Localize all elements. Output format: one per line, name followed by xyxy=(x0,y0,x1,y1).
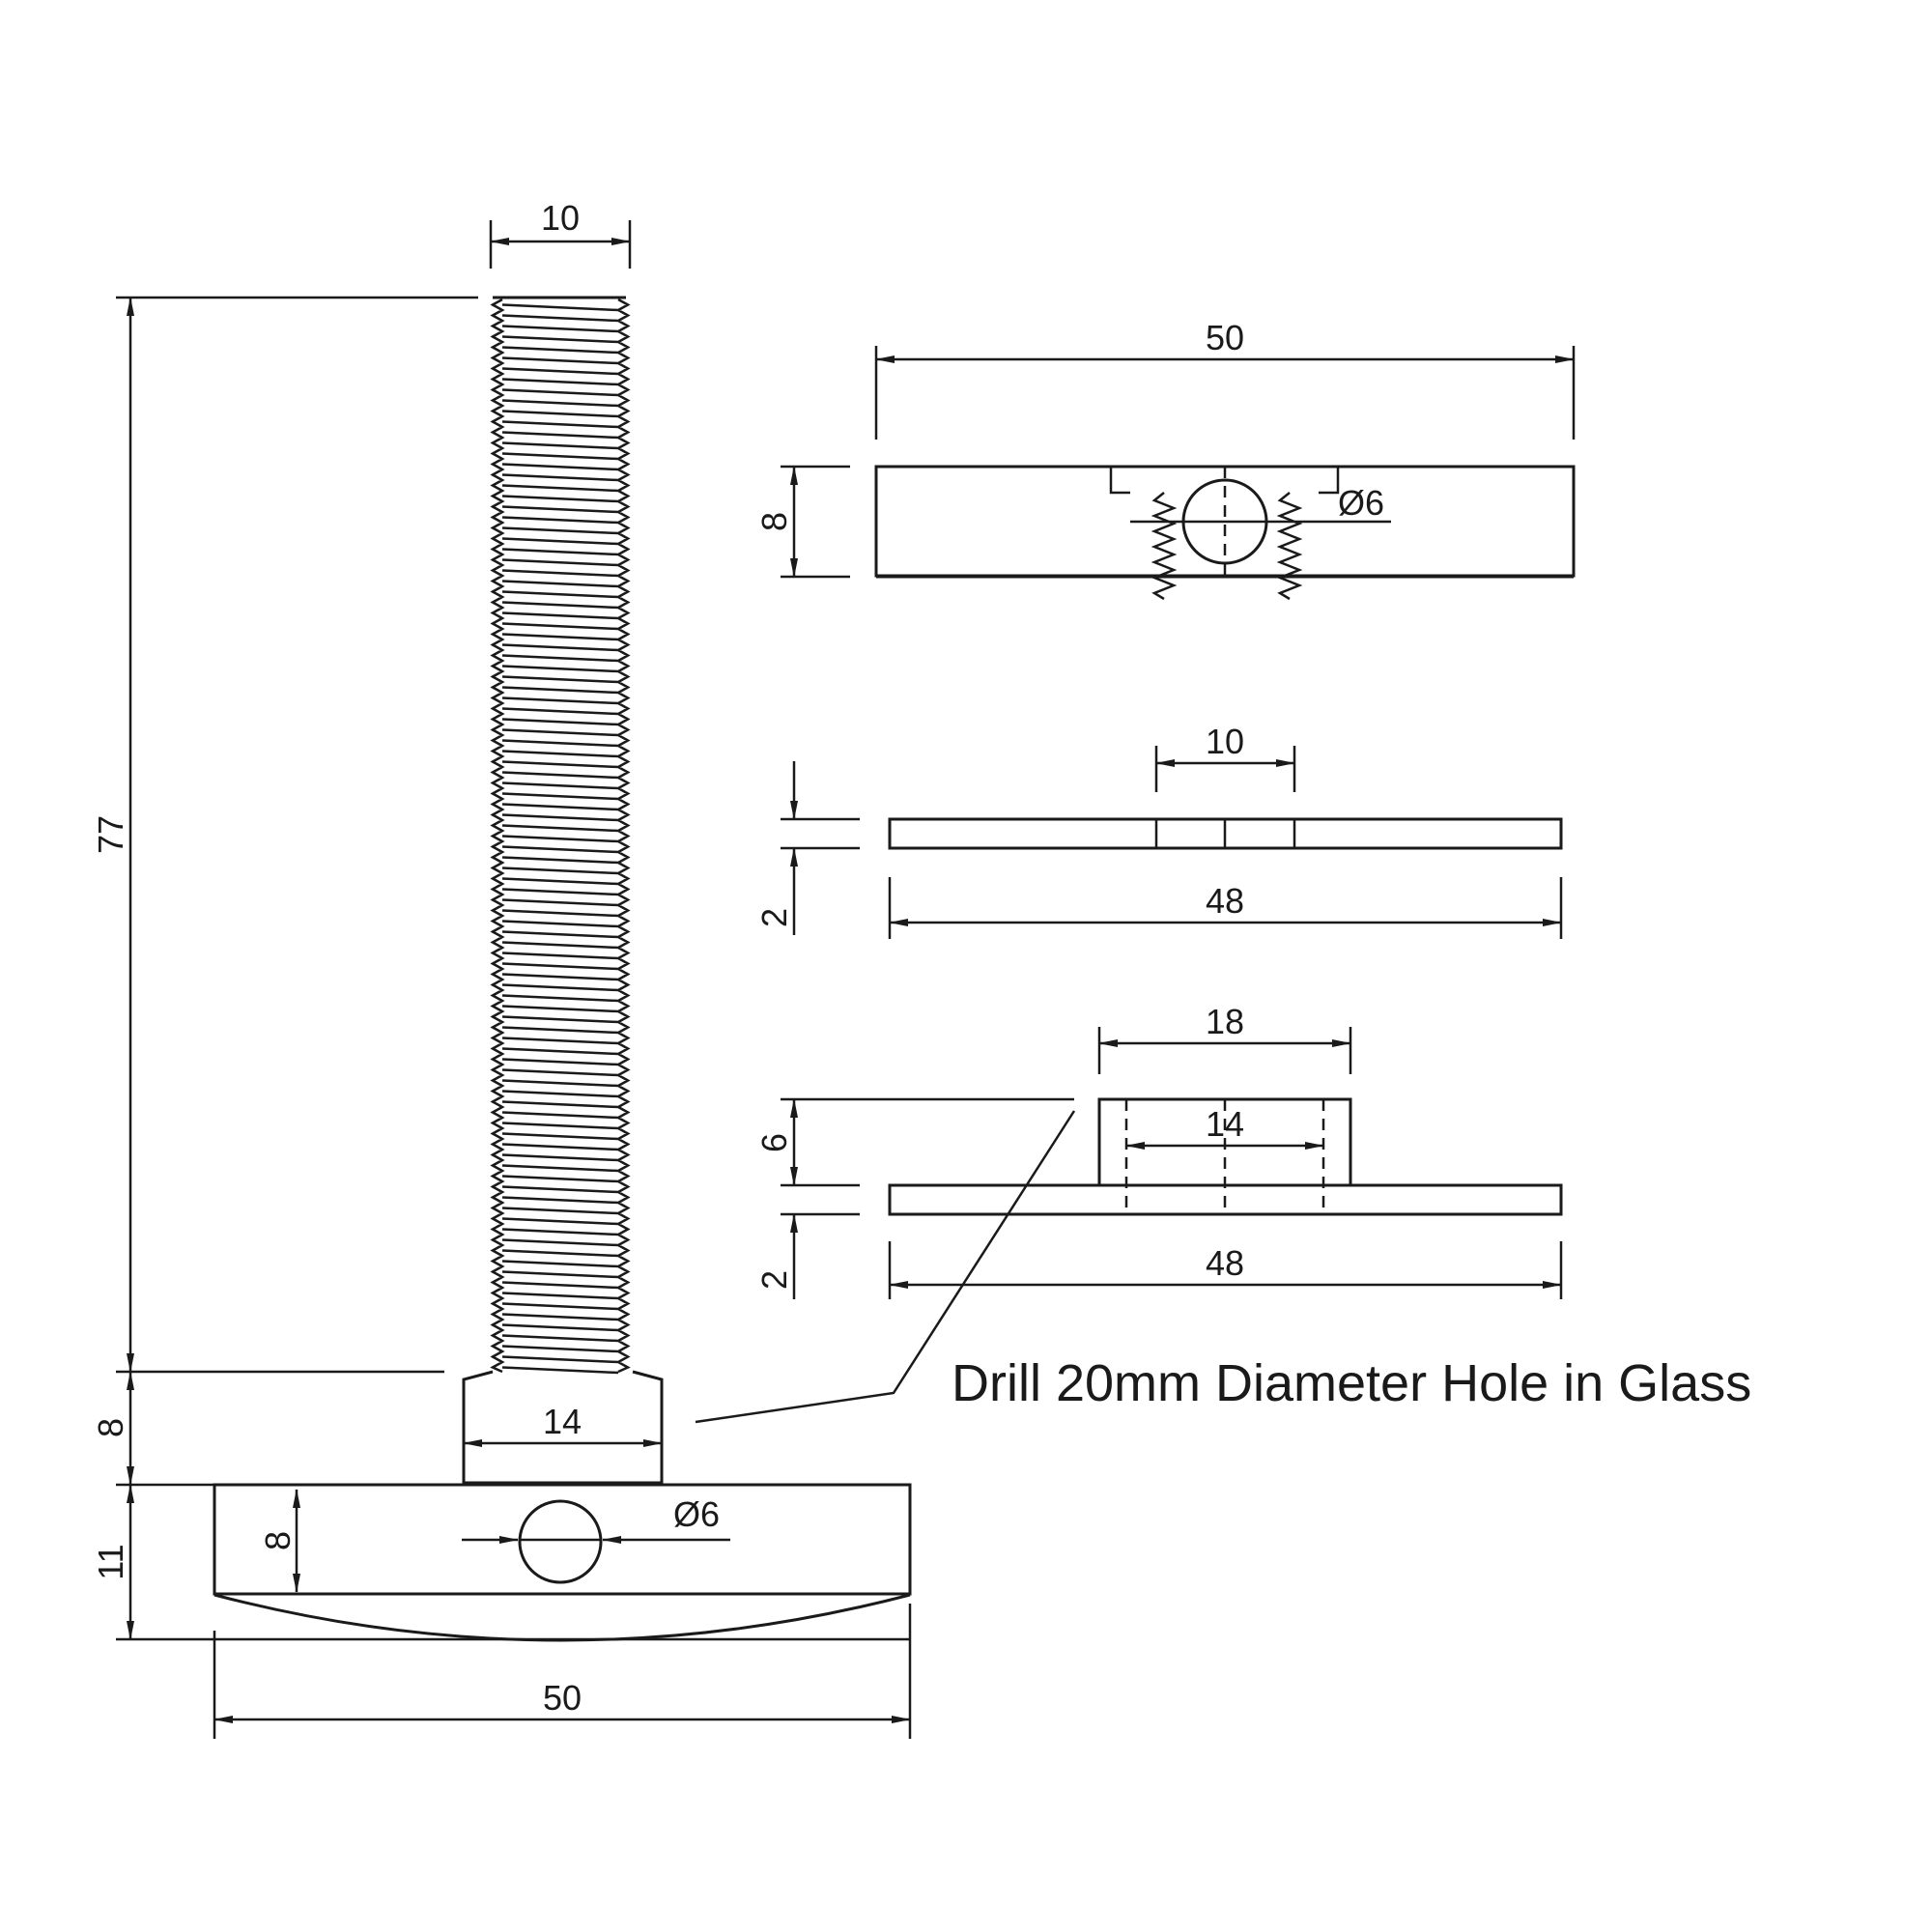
washer-view: 10 2 48 xyxy=(754,722,1563,939)
drill-note: Drill 20mm Diameter Hole in Glass xyxy=(952,1354,1751,1412)
note-leader-line xyxy=(695,1110,1076,1424)
dim-washer-thickness: 2 xyxy=(754,908,794,927)
dim-base-hole: Ø6 xyxy=(673,1494,720,1534)
dim-plate-height: 8 xyxy=(754,512,794,531)
threaded-rod xyxy=(490,298,631,1375)
base-curve xyxy=(213,1593,911,1642)
dim-sleeve-height: 6 xyxy=(754,1133,794,1152)
dim-base-width: 50 xyxy=(543,1678,582,1718)
collar xyxy=(462,1370,664,1485)
dim-collar-width: 14 xyxy=(543,1402,582,1441)
base-hole xyxy=(518,1499,603,1584)
dim-sleeve-inner: 14 xyxy=(1206,1104,1244,1144)
sleeve-washer-view: 18 14 6 2 48 xyxy=(754,1002,1563,1299)
dim-thread-length: 77 xyxy=(91,815,130,854)
dim-base-inner-height: 8 xyxy=(258,1531,298,1550)
dim-washer-slot: 10 xyxy=(1206,722,1244,761)
dim-thread-width: 10 xyxy=(541,198,580,238)
dim-plate-hole: Ø6 xyxy=(1338,483,1384,523)
base-block xyxy=(213,1483,912,1596)
dim-collar-height: 8 xyxy=(91,1418,130,1437)
bolt-view: 10 77 8 14 11 8 Ø6 50 xyxy=(91,198,912,1739)
dim-plate-width: 50 xyxy=(1206,318,1244,357)
dim-base-height: 11 xyxy=(91,1544,130,1579)
top-plate-view: Ø6 50 8 xyxy=(754,318,1576,601)
dim-sleeve-washer-thickness: 2 xyxy=(754,1270,794,1290)
dim-washer-width: 48 xyxy=(1206,881,1244,921)
dim-sleeve-washer-width: 48 xyxy=(1206,1243,1244,1283)
dim-sleeve-outer: 18 xyxy=(1206,1002,1244,1041)
